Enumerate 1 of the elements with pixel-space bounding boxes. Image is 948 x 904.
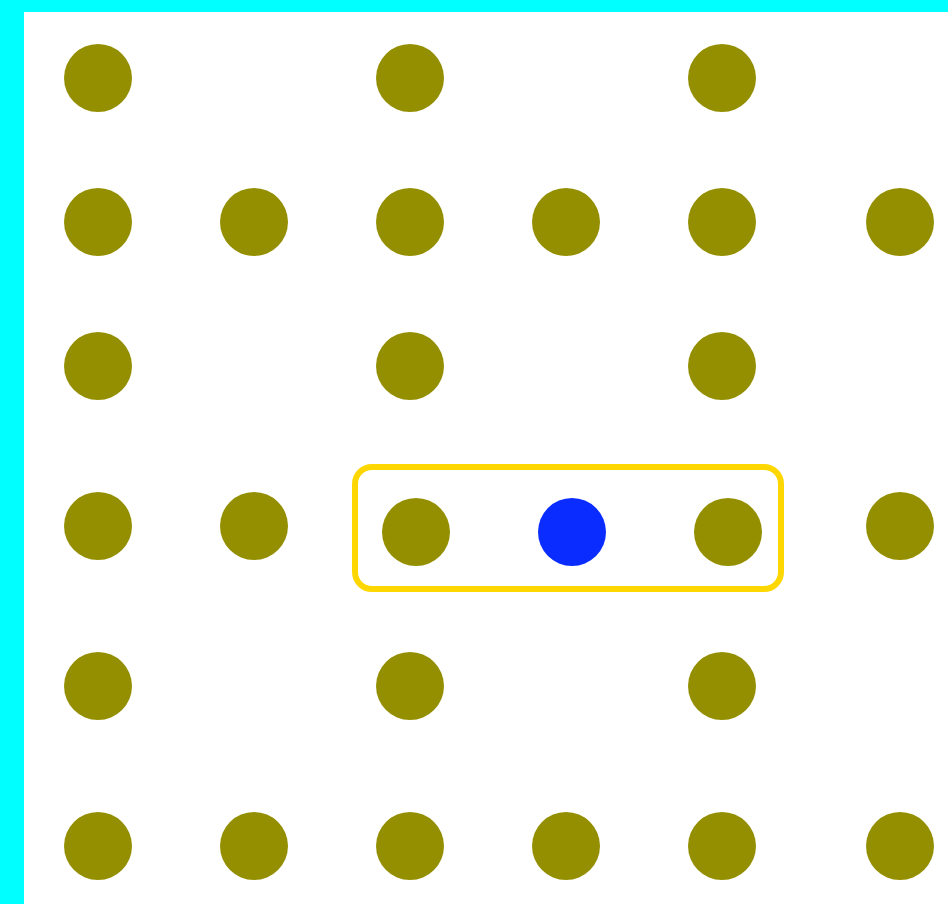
highlight-frame (352, 464, 784, 592)
